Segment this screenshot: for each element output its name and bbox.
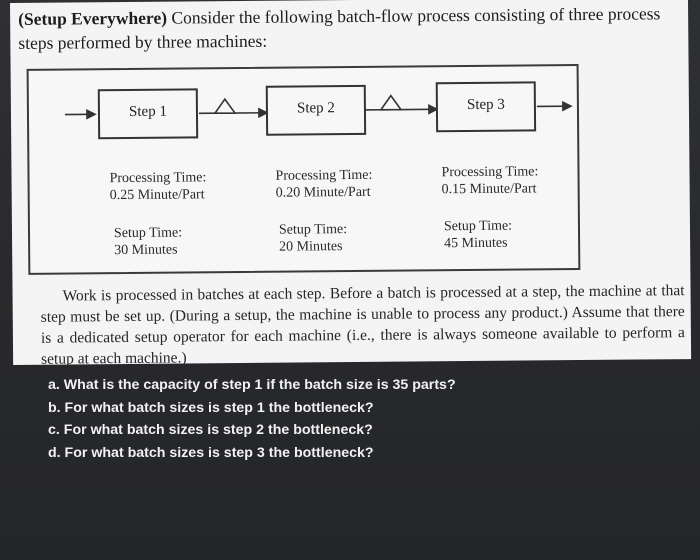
inventory-triangle-2 bbox=[379, 94, 403, 111]
output-arrowhead bbox=[562, 100, 573, 112]
input-arrowhead bbox=[86, 109, 97, 120]
question-list: a. What is the capacity of step 1 if the… bbox=[48, 374, 608, 464]
arrowhead-1-2 bbox=[258, 107, 269, 119]
problem-paragraph: Work is processed in batches at each ste… bbox=[40, 282, 685, 368]
problem-statement: (Setup Everywhere) Consider the followin… bbox=[18, 1, 680, 55]
processing-time-label: Processing Time: bbox=[441, 164, 539, 181]
step-1-setup: Setup Time: 30 Minutes bbox=[114, 225, 182, 260]
inventory-triangle-1 bbox=[213, 97, 237, 115]
step-1-processing: Processing Time: 0.25 Minute/Part bbox=[109, 169, 206, 204]
step-1-label: Step 1 bbox=[128, 103, 167, 120]
arrowhead-2-3 bbox=[428, 104, 439, 115]
question-d: d. For what batch sizes is step 3 the bo… bbox=[48, 444, 374, 461]
step-1-box bbox=[97, 88, 199, 140]
process-flow-diagram: Step 1 Step 2 Step 3 Processing Time: 0.… bbox=[26, 64, 581, 275]
step-2-processing: Processing Time: 0.20 Minute/Part bbox=[275, 167, 372, 202]
step-3-setup: Setup Time: 45 Minutes bbox=[444, 218, 512, 253]
step-3-box bbox=[435, 81, 537, 133]
step-2-box bbox=[265, 84, 367, 136]
processing-time-label: Processing Time: bbox=[275, 167, 373, 184]
step-2-setup: Setup Time: 20 Minutes bbox=[279, 221, 347, 256]
step-2-label: Step 2 bbox=[296, 100, 335, 117]
question-c: c. For what batch sizes is step 2 the bo… bbox=[48, 422, 373, 438]
textbook-page: (Setup Everywhere) Consider the followin… bbox=[10, 0, 692, 368]
problem-title: (Setup Everywhere) bbox=[18, 7, 168, 29]
processing-time-value: 0.20 Minute/Part bbox=[275, 184, 371, 201]
setup-time-label: Setup Time: bbox=[443, 218, 513, 235]
flow-arrows bbox=[64, 81, 573, 140]
processing-time-value: 0.15 Minute/Part bbox=[441, 181, 537, 198]
step-3-label: Step 3 bbox=[466, 96, 505, 114]
processing-time-value: 0.25 Minute/Part bbox=[109, 187, 205, 204]
setup-time-value: 45 Minutes bbox=[444, 235, 508, 252]
setup-time-value: 30 Minutes bbox=[114, 242, 178, 259]
processing-time-label: Processing Time: bbox=[109, 170, 207, 187]
setup-time-label: Setup Time: bbox=[113, 225, 183, 242]
setup-time-value: 20 Minutes bbox=[279, 239, 343, 255]
step-3-processing: Processing Time: 0.15 Minute/Part bbox=[441, 163, 538, 198]
question-a: a. What is the capacity of step 1 if the… bbox=[48, 377, 456, 393]
question-b: b. For what batch sizes is step 1 the bo… bbox=[48, 399, 374, 416]
setup-time-label: Setup Time: bbox=[278, 222, 348, 238]
